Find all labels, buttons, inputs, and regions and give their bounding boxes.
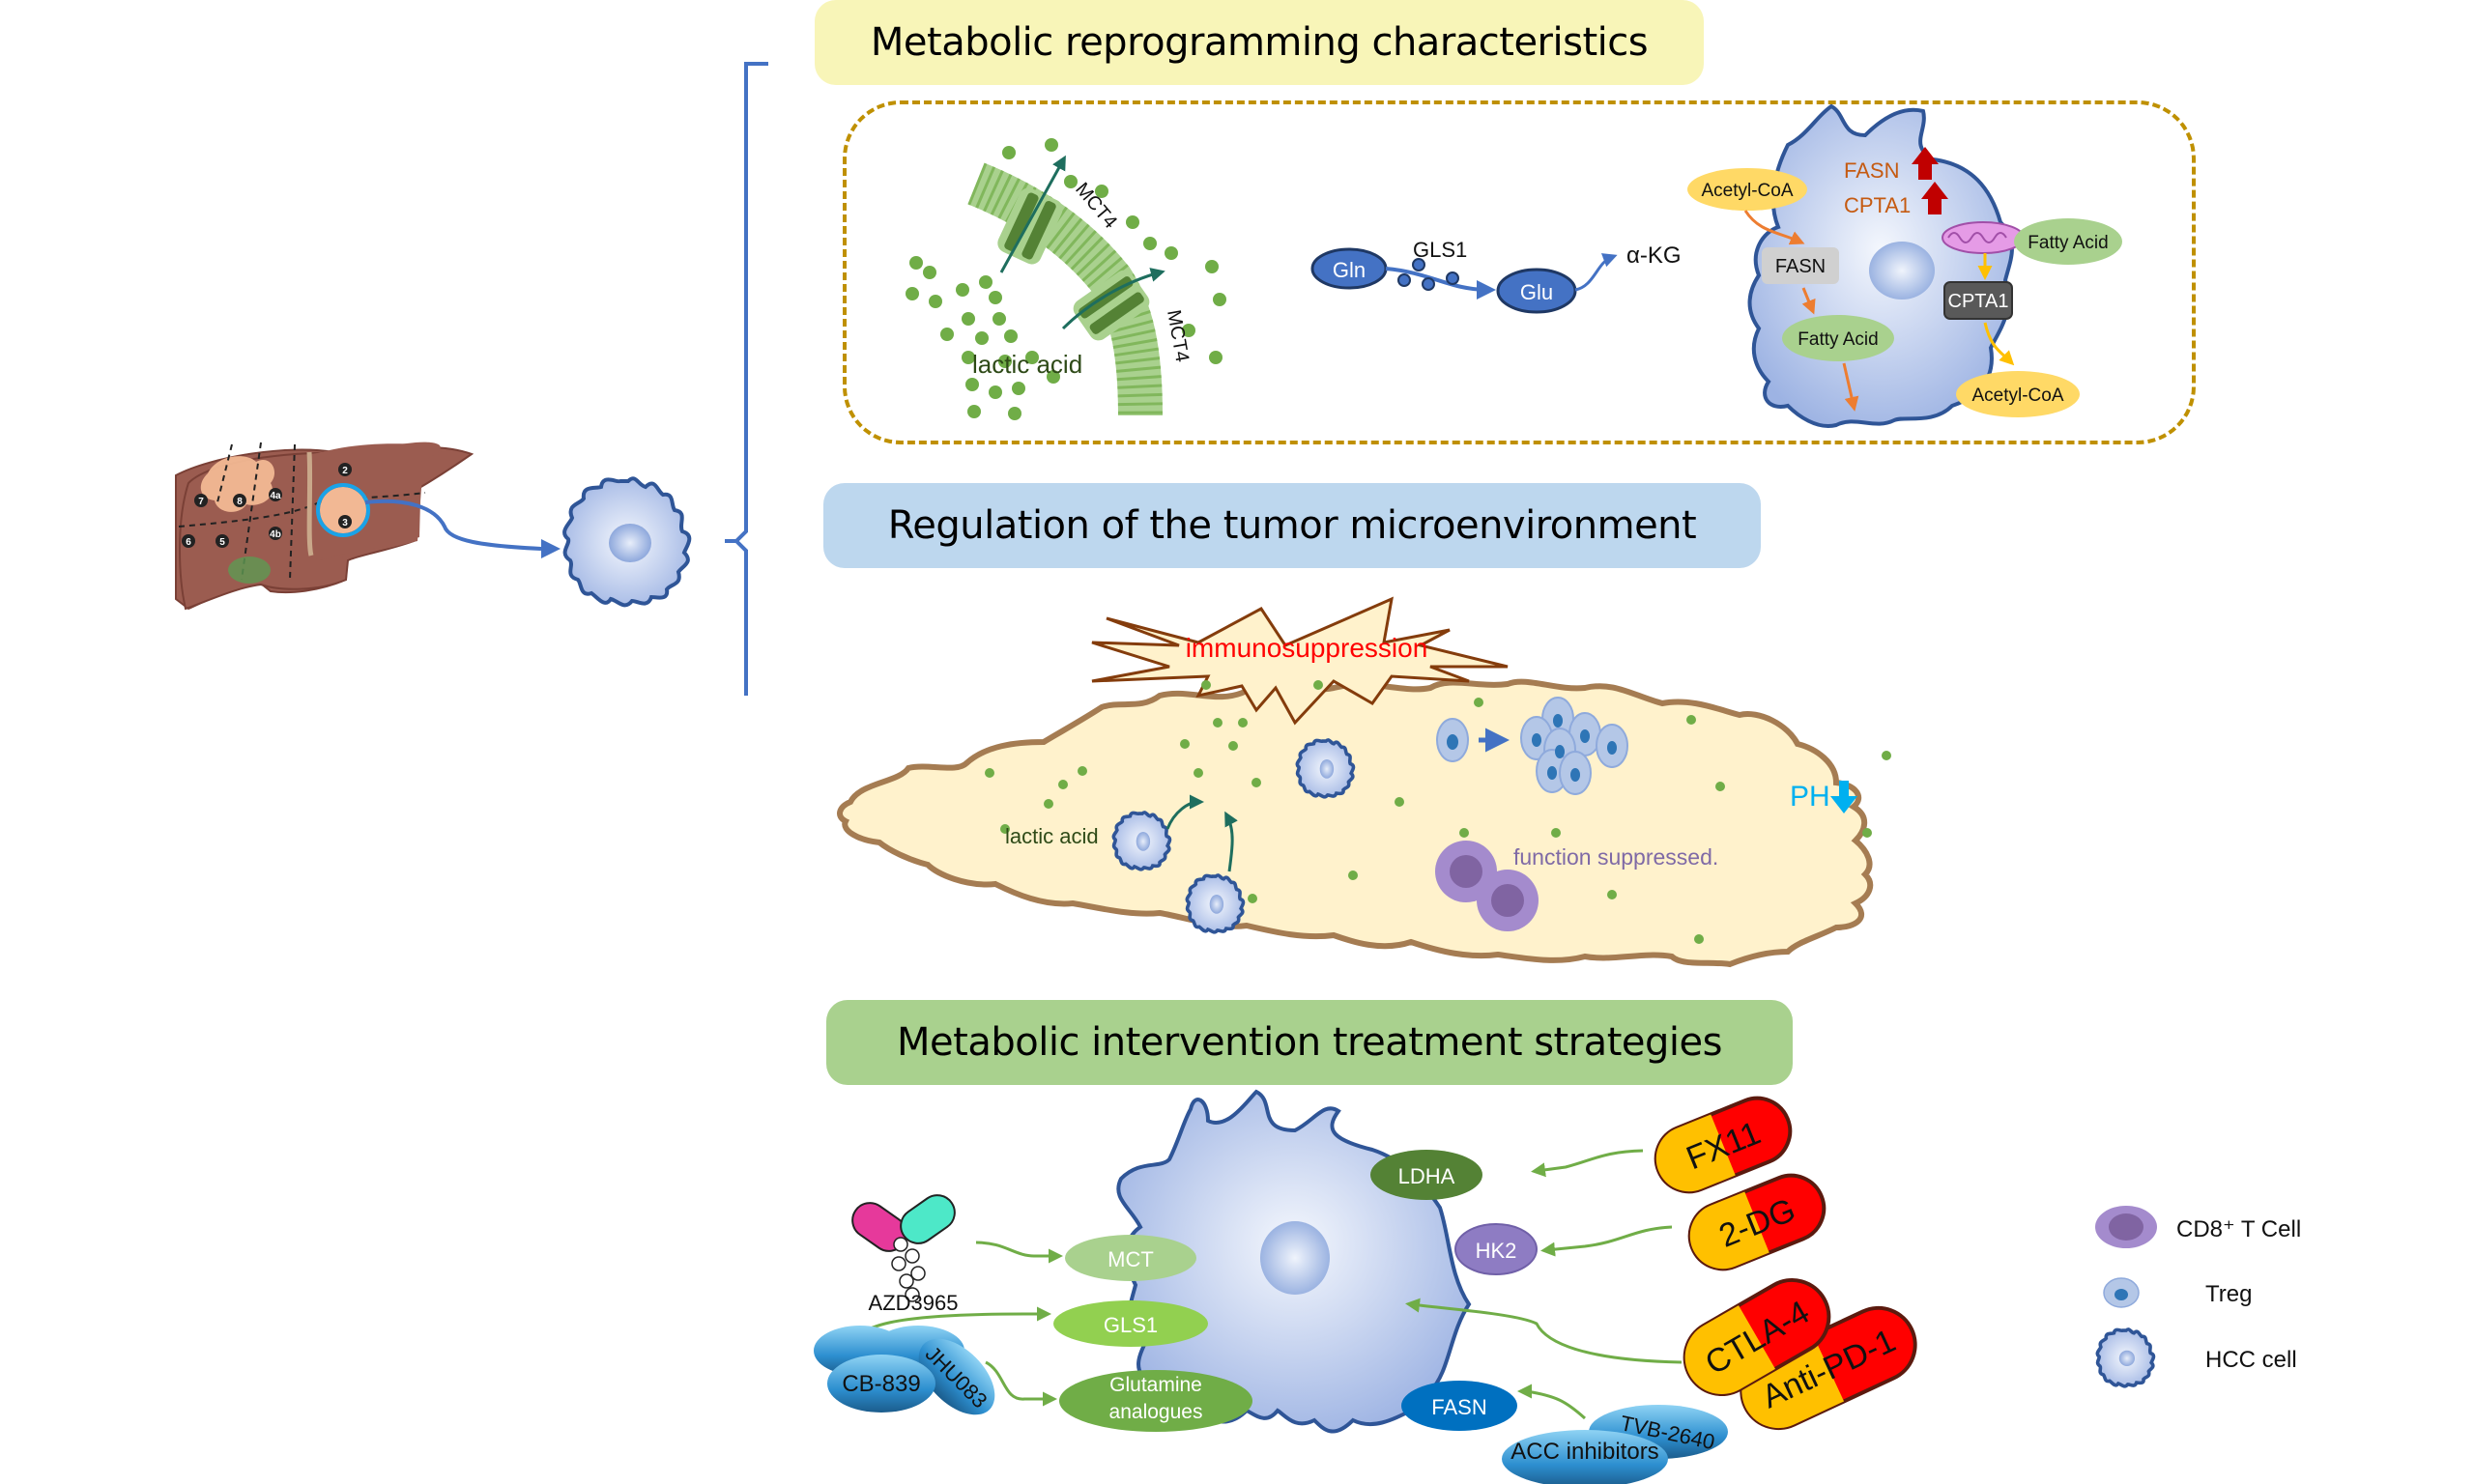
drug-ctla-4: CTLA-4 [1683, 1278, 1831, 1396]
immunosuppression-burst: immunosuppression [1091, 596, 1509, 726]
treg-icon [1436, 718, 1469, 762]
hcc-cell-icon [1111, 811, 1172, 871]
drug-azd3965: AZD3965 [851, 1194, 959, 1315]
alpha-kg-label: α-KG [1626, 243, 1682, 269]
liver-segment-8: 8 [237, 497, 243, 507]
legend-label-cd8: CD8⁺ T Cell [2176, 1216, 2302, 1242]
legend [2095, 1206, 2157, 1388]
lipid-metabolism-cell: FASN CPTA1 Acetyl-CoA FASN Fatty Acid Fa… [1687, 103, 2122, 428]
ph-down-arrow-icon [1830, 781, 1857, 813]
acc-inhibitors-label: ACC inhibitors [1510, 1439, 1658, 1465]
lactic-acid-label: lactic acid [972, 350, 1082, 379]
ldha-label: LDHA [1398, 1164, 1455, 1188]
cb-839-label: CB-839 [842, 1371, 920, 1397]
liver-segment-5: 5 [219, 537, 225, 548]
fasn-target-label: FASN [1431, 1395, 1486, 1419]
intervention-panel: LDHA HK2 MCT GLS1 Glutamine analogues FA… [814, 1089, 1917, 1484]
ph-label: PH [1790, 781, 1830, 813]
tme-lactic-acid-label: lactic acid [1005, 824, 1099, 848]
cd8-t-cell-icon [1435, 841, 1539, 931]
gln-label: Gln [1333, 258, 1366, 282]
fasn-enzyme-box [1762, 247, 1839, 284]
liver-segment-2: 2 [342, 466, 348, 476]
section-bracket [725, 62, 768, 696]
liver-segment-3: 3 [342, 518, 348, 528]
up-arrow-icon [1921, 182, 1948, 214]
section-title-intervention: Metabolic intervention treatment strateg… [826, 1000, 1793, 1085]
drug-2dg: 2-DG [1687, 1173, 1827, 1271]
mct4-transporter-1 [997, 187, 1063, 265]
mct-label: MCT [1108, 1247, 1154, 1271]
legend-label-hcc: HCC cell [2205, 1347, 2297, 1373]
gls1-label: GLS1 [1413, 238, 1467, 262]
target-fasn: FASN [1401, 1381, 1517, 1431]
legend-label-treg: Treg [2205, 1281, 2253, 1307]
gls1-target-label: GLS1 [1104, 1313, 1158, 1337]
liver-segment-7: 7 [198, 497, 204, 507]
gls1-enzyme-dots [1397, 258, 1459, 291]
target-mct: MCT [1065, 1235, 1196, 1281]
treg-expansion [1436, 697, 1628, 795]
cpta1-box-label: CPTA1 [1948, 291, 2009, 312]
fatty-acid-input-label: Fatty Acid [2028, 233, 2108, 253]
treg-icon [2103, 1277, 2140, 1308]
analogues-label: analogues [1109, 1401, 1203, 1423]
liver-segment-6: 6 [186, 537, 191, 548]
azd3965-label: AZD3965 [869, 1291, 959, 1315]
hcc-cell-icon [562, 476, 692, 608]
drug-cb839-jhu083: JHU083 CB-839 [814, 1326, 995, 1415]
cpta1-enzyme-box [1943, 281, 2013, 320]
lactic-acid-dots [906, 138, 1226, 420]
hcc-cell-icon [1295, 738, 1356, 799]
liver-segment-4b: 4b [270, 529, 281, 540]
liver-icon: 7 8 4a 2 3 6 5 4b [175, 442, 475, 611]
glutamine-pathway: Gln GLS1 Glu α-KG [1310, 238, 1682, 314]
liver-to-cell-arrow [364, 499, 542, 551]
mitochondrion-icon [1942, 221, 2025, 254]
acetyl-coa-input-label: Acetyl-CoA [1701, 181, 1793, 201]
target-hk2: HK2 [1454, 1223, 1538, 1275]
immunosuppression-label: immunosuppression [1186, 633, 1428, 663]
drug-fx11: FX11 [1654, 1096, 1793, 1194]
mct4-label-2: MCT4 [1163, 308, 1193, 363]
glu-node [1496, 268, 1577, 314]
hk2-label: HK2 [1476, 1239, 1517, 1263]
lactic-acid-membrane-panel: MCT4 MCT4 lactic acid [906, 138, 1226, 420]
hcc-cell-icon [2095, 1327, 2156, 1388]
cd8-t-cell-icon [2095, 1206, 2157, 1248]
cpta1-upregulated-label: CPTA1 [1844, 193, 1911, 217]
fasn-upregulated-label: FASN [1844, 158, 1899, 183]
target-gls1: GLS1 [1053, 1300, 1208, 1347]
hcc-cell-icon [1185, 873, 1246, 934]
section-title-reprogramming: Metabolic reprogramming characteristics [815, 0, 1704, 85]
fasn-box-label: FASN [1775, 256, 1826, 277]
fatty-acid-output-label: Fatty Acid [1798, 329, 1878, 350]
glu-label: Glu [1520, 280, 1553, 304]
target-glutamine-analogues: Glutamine analogues [1059, 1370, 1252, 1432]
section-title-microenvironment: Regulation of the tumor microenvironment [823, 483, 1761, 568]
tumor-microenvironment-panel: immunosuppression lactic acid [837, 596, 1891, 968]
drug-acc-tvb2640: TVB-2640 ACC inhibitors [1502, 1405, 1728, 1484]
glutamine-label: Glutamine [1109, 1374, 1202, 1396]
reprogramming-panel [843, 100, 2196, 444]
function-suppressed-label: function suppressed. [1513, 844, 1718, 870]
liver-origin-graphic: 7 8 4a 2 3 6 5 4b [175, 62, 768, 696]
liver-segment-4a: 4a [270, 491, 281, 501]
up-arrow-icon [1912, 147, 1939, 180]
target-ldha: LDHA [1370, 1150, 1482, 1200]
acetyl-coa-output-label: Acetyl-CoA [1971, 385, 2063, 406]
